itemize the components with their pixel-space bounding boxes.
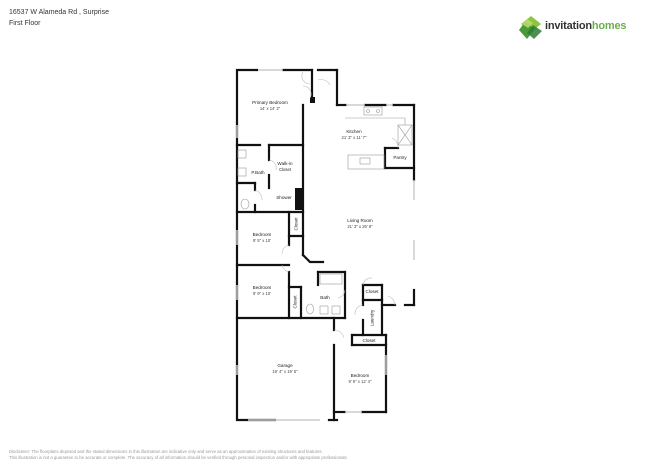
room-shower: Shower	[276, 195, 292, 201]
room-name-line2: Closet	[279, 167, 291, 172]
disclaimer-line-2: This illustration is not a guarantee to …	[9, 455, 348, 460]
room-closet-1: Closet	[293, 217, 299, 231]
room-name: Primary Bedroom	[252, 100, 288, 105]
room-name: Bath	[320, 295, 330, 300]
disclaimer: Disclaimer: The floorplans depicted and …	[9, 449, 348, 461]
room-name: Bedroom	[252, 285, 272, 290]
room-name: Bedroom	[252, 232, 272, 237]
room-p-bath: P.Bath	[251, 170, 264, 176]
logo-mark-icon	[519, 16, 542, 39]
room-laundry: Laundry	[369, 309, 375, 327]
room-name: Living Room	[347, 218, 373, 223]
room-dimensions: 9' 9" x 12' 4"	[348, 379, 372, 384]
room-name: Closet	[362, 338, 376, 343]
room-dimensions: 19' 4" x 19' 5"	[272, 369, 298, 374]
property-address: 16537 W Alameda Rd , Surprise	[9, 9, 109, 16]
room-pantry: Pantry	[393, 155, 406, 161]
room-name: Pantry	[393, 155, 407, 160]
room-closet-3: Closet	[365, 289, 378, 295]
room-dimensions: 21' 3" x 11' 7"	[341, 135, 367, 140]
room-dimensions: 21' 3" x 26' 8"	[347, 224, 373, 229]
room-dimensions: 9' 5" x 10'	[252, 238, 271, 243]
room-name-line1: Walk-in	[277, 161, 293, 166]
logo-wordmark: invitationhomes	[545, 20, 627, 32]
room-closet-4: Closet	[362, 338, 375, 344]
room-dimensions: 9' 9" x 10'	[252, 291, 271, 296]
room-name: Kitchen	[346, 129, 362, 134]
room-dimensions: 14' x 14' 2"	[259, 106, 281, 111]
room-name: Bedroom	[350, 373, 370, 378]
logo-word-homes: homes	[591, 20, 627, 32]
room-closet-2: Closet	[292, 295, 298, 309]
room-name: Garage	[277, 363, 293, 368]
invitation-homes-logo: invitationhomes	[519, 15, 639, 41]
room-name: Shower	[276, 195, 292, 200]
logo-word-invitation: invitation	[545, 20, 592, 32]
room-name: P.Bath	[251, 170, 265, 175]
disclaimer-line-1: Disclaimer: The floorplans depicted and …	[9, 449, 323, 454]
floor-label: First Floor	[9, 20, 41, 27]
room-name: Closet	[365, 289, 379, 294]
room-bath: Bath	[320, 295, 329, 301]
